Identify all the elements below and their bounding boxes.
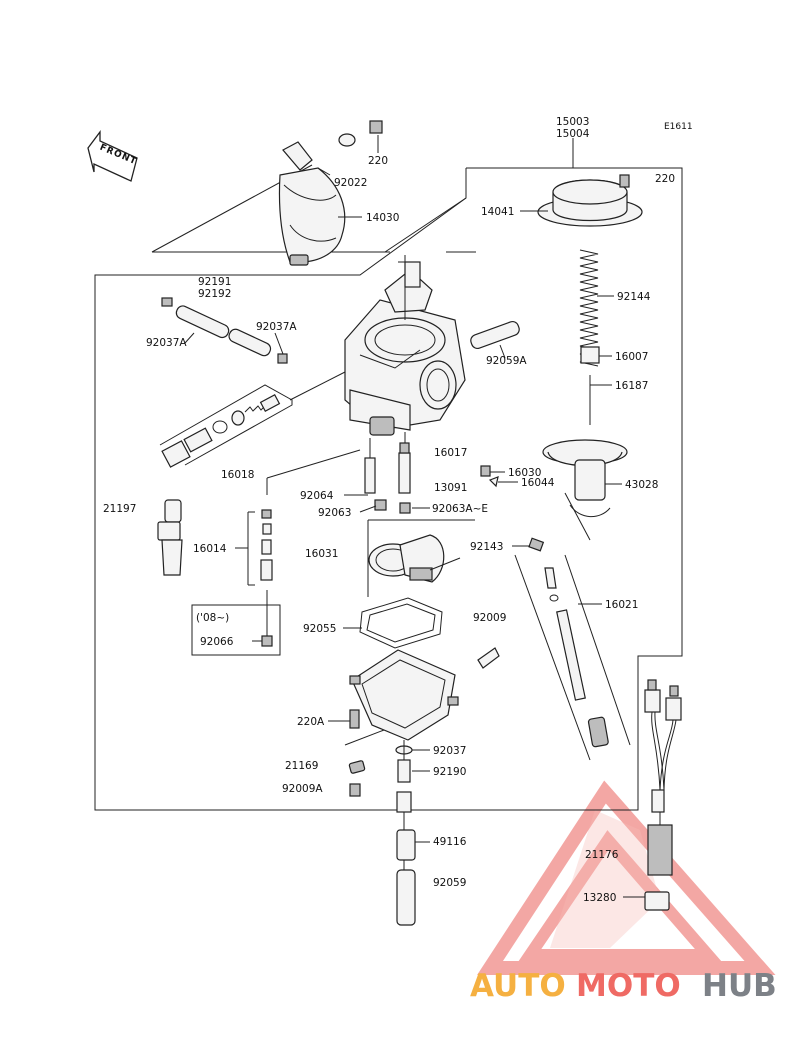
label-92055: 92055 (303, 623, 336, 635)
label-92192: 92192 (198, 288, 231, 300)
carb-heater-wiring (644, 679, 682, 911)
label-92037A-right: 92037A (256, 321, 297, 333)
air-cover-part (278, 120, 383, 266)
pilot-jet (364, 457, 376, 494)
main-jet-tube (398, 452, 411, 494)
label-16007: 16007 (615, 351, 648, 363)
label-220A: 220A (297, 716, 325, 728)
label-92066: 92066 (200, 636, 234, 648)
label-43028: 43028 (625, 479, 658, 491)
label-16030: 16030 (508, 467, 541, 479)
label-92037: 92037 (433, 745, 466, 757)
label-92059: 92059 (433, 877, 466, 889)
drain-stack (344, 729, 416, 926)
label-92143: 92143 (470, 541, 503, 553)
carburetor-body (344, 261, 466, 436)
leader-lines (184, 135, 645, 898)
label-92009: 92009 (473, 612, 506, 624)
part-labels: 220 92022 14030 15003 15004 220 14041 92… (103, 116, 675, 904)
clamp-left (161, 297, 173, 307)
label-220-top: 220 (368, 155, 388, 167)
label-14041: 14041 (481, 206, 514, 218)
label-16021: 16021 (605, 599, 638, 611)
label-92190: 92190 (433, 766, 466, 778)
jet-nut-a (374, 499, 387, 511)
label-49116: 49116 (433, 836, 467, 848)
label-21176: 21176 (585, 849, 619, 861)
pilot-screw-assembly (159, 384, 293, 468)
label-13280: 13280 (583, 892, 616, 904)
jet-nut-b (399, 502, 411, 514)
label-21169: 21169 (285, 760, 318, 772)
float-bowl-gasket (359, 597, 443, 649)
front-direction-arrow: FRONT (87, 130, 138, 182)
watermark-auto: AUTO (470, 968, 566, 1004)
label-15003: 15003 (556, 116, 589, 128)
label-92063A-E: 92063A~E (432, 503, 488, 515)
vent-tube-pair (175, 305, 272, 357)
label-14030: 14030 (366, 212, 399, 224)
jet-holder (399, 442, 410, 454)
label-92022: 92022 (334, 177, 367, 189)
jet-needle-assembly (514, 537, 631, 761)
label-year-note: ('08~) (196, 612, 229, 624)
needle-holder (580, 346, 600, 364)
intake-adapter (367, 519, 475, 597)
label-92059A: 92059A (486, 355, 527, 367)
year-note-box (191, 590, 281, 656)
label-92144: 92144 (617, 291, 651, 303)
label-13091: 13091 (434, 482, 467, 494)
watermark-moto: MOTO (576, 968, 681, 1004)
watermark-hub: HUB (702, 968, 777, 1004)
clamp-right (277, 353, 288, 364)
diagram-code: E1611 (664, 122, 693, 132)
diaphragm-piston (542, 439, 628, 518)
starter-plunger (157, 499, 183, 576)
label-92063: 92063 (318, 507, 351, 519)
watermark-logo-triangle (477, 780, 776, 975)
small-bolts (480, 465, 499, 488)
label-92037A-left: 92037A (146, 337, 187, 349)
label-220-right: 220 (655, 173, 675, 185)
overflow-tube (470, 320, 520, 350)
label-92191: 92191 (198, 276, 231, 288)
label-92064: 92064 (300, 490, 334, 502)
label-16044: 16044 (521, 477, 555, 489)
label-16031: 16031 (305, 548, 338, 560)
label-16187: 16187 (615, 380, 648, 392)
label-16017: 16017 (434, 447, 467, 459)
label-92009A: 92009A (282, 783, 323, 795)
watermark-logo-text: AUTO MOTO HUB (470, 968, 777, 1004)
label-16018: 16018 (221, 469, 254, 481)
float-valve-seat (477, 647, 500, 669)
label-21197: 21197 (103, 503, 136, 515)
label-16014: 16014 (193, 543, 227, 555)
bowl-screw (349, 709, 360, 729)
label-15004: 15004 (556, 128, 590, 140)
float-bowl (349, 649, 459, 741)
vacuum-chamber-cover (537, 174, 643, 227)
